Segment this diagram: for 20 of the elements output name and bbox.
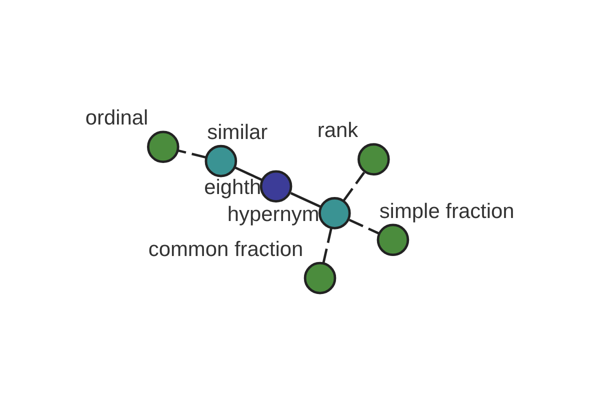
node-label: similar [206,120,268,144]
node-label: simple fraction [378,199,514,222]
connector [178,148,206,158]
node-circle [259,170,292,202]
node-label: ordinal [84,106,148,130]
node-circle [318,196,350,229]
connector [322,227,332,263]
connector [342,171,365,201]
connector [290,192,321,208]
node-label: hypernym [226,202,319,226]
node-label: rank [316,118,358,142]
node-circle [146,130,179,163]
node-circle [376,223,409,256]
node-circle [204,144,237,177]
connector [348,218,380,234]
node-circle [303,261,336,294]
node-label: eighth [204,176,261,199]
node-circle [357,142,390,175]
node-label: common fraction [148,237,303,260]
connector [234,166,262,181]
